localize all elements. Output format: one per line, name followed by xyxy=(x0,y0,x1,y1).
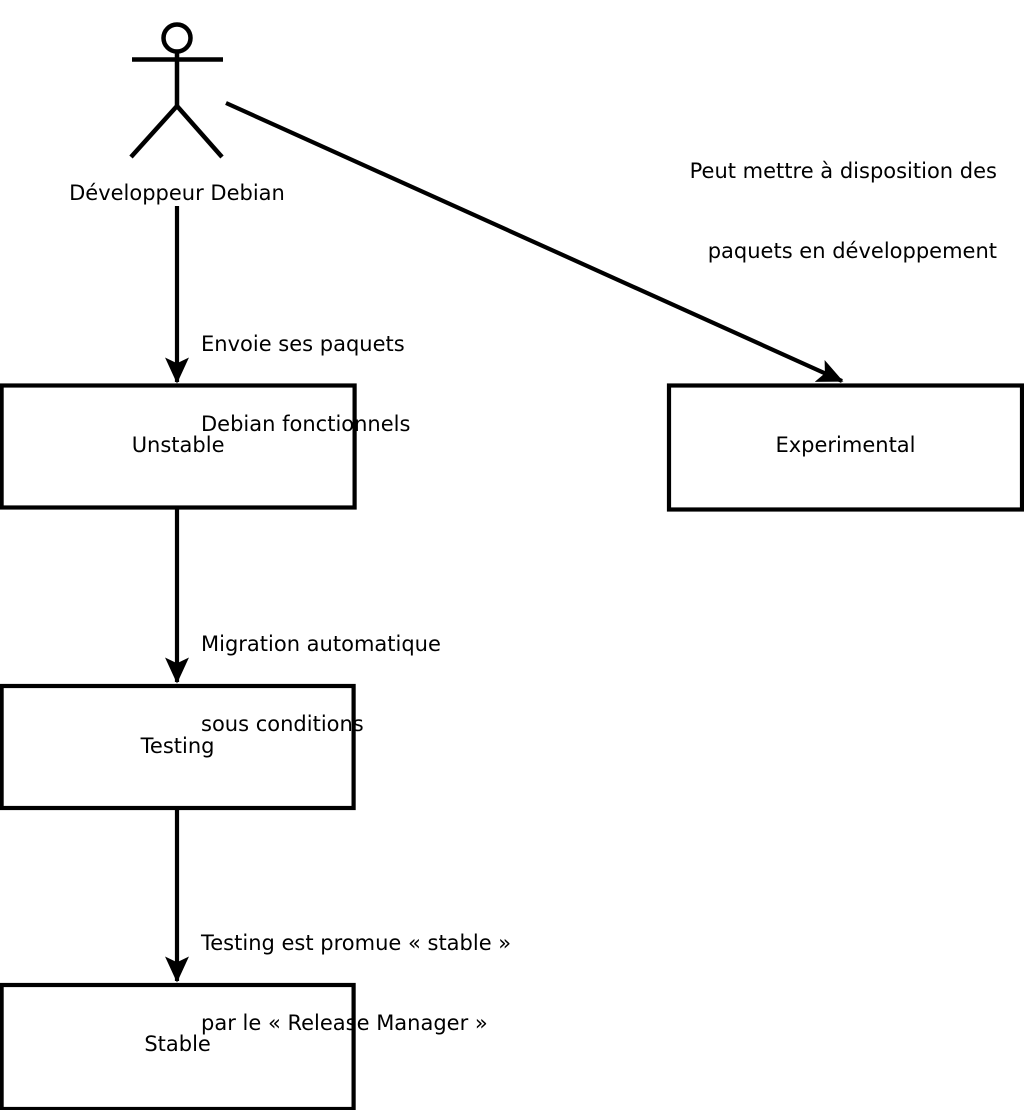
node-label-testing: Testing xyxy=(140,734,215,758)
edge-label-line: Envoie ses paquets xyxy=(201,331,405,356)
node-box-unstable xyxy=(0,383,357,510)
node-box-experimental xyxy=(666,383,1024,512)
edge-label-dev-to-unstable: Envoie ses paquets Debian fonctionnels xyxy=(201,277,410,492)
actor-right-leg-icon xyxy=(175,104,224,159)
actor-left-leg-icon xyxy=(129,104,179,159)
edge-label-line: Debian fonctionnels xyxy=(201,412,411,437)
node-label-experimental: Experimental xyxy=(775,433,916,457)
edge-label-testing-to-stable: Testing est promue « stable » par le « R… xyxy=(201,876,511,1091)
actor-label-developpeur-debian: Développeur Debian xyxy=(69,181,285,205)
edge-label-line: Testing est promue « stable » xyxy=(201,930,512,955)
stick-figure-actor-icon xyxy=(129,22,224,159)
edge-label-unstable-to-testing: Migration automatique sous conditions xyxy=(201,577,441,792)
edge-label-line: paquets en développement xyxy=(707,239,997,264)
edge-label-line: par le « Release Manager » xyxy=(201,1011,488,1036)
edge-label-line: sous conditions xyxy=(201,712,364,737)
node-box-stable xyxy=(0,982,356,1110)
edge-label-dev-to-experimental: Peut mettre à disposition des paquets en… xyxy=(600,104,997,319)
node-label-unstable: Unstable xyxy=(131,433,225,457)
edge-label-line: Migration automatique xyxy=(201,631,441,656)
node-label-stable: Stable xyxy=(144,1032,211,1056)
edge-label-line: Peut mettre à disposition des xyxy=(689,158,997,183)
actor-head-icon xyxy=(161,22,193,54)
edge-dev-to-experimental xyxy=(225,101,844,383)
